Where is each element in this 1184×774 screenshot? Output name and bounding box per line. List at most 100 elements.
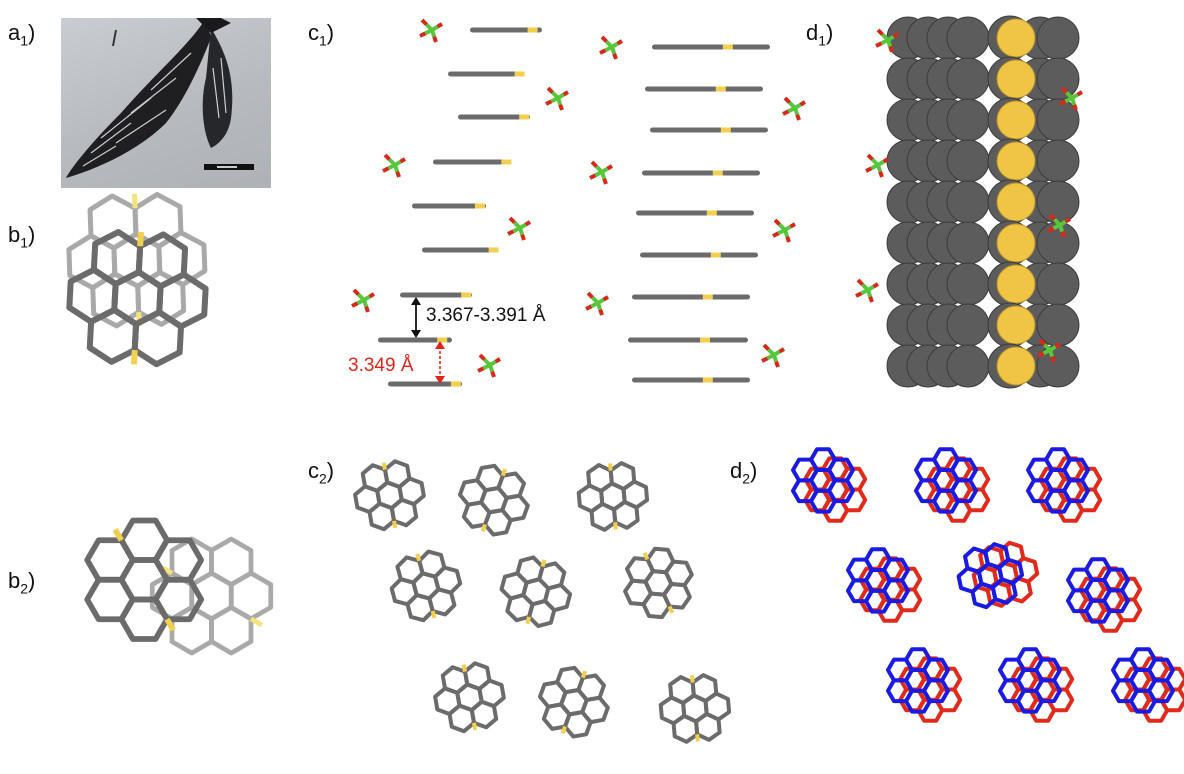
blue-molecule — [790, 447, 856, 514]
molecule-body — [652, 44, 770, 50]
carbon-sphere — [946, 98, 990, 142]
overlay-pair — [845, 547, 923, 623]
cl-bond — [556, 92, 565, 100]
cl-bond — [594, 170, 603, 178]
sulfur-bond — [613, 522, 618, 530]
arrow-head-up — [435, 341, 445, 349]
sulfur-bond — [392, 520, 398, 529]
sulfur-sphere — [996, 223, 1036, 263]
stacked-molecule-edge — [378, 337, 452, 343]
o-bond — [866, 153, 874, 161]
sulfur-bond — [667, 605, 675, 614]
sulfur-sphere — [996, 182, 1036, 222]
carbon-sphere — [946, 221, 990, 265]
molecule-body — [636, 210, 754, 216]
crystal-photo — [61, 18, 271, 188]
o-bond — [352, 288, 360, 296]
o-bond — [1060, 230, 1066, 238]
carbon-sphere — [1036, 221, 1080, 265]
cl-bond — [518, 222, 527, 230]
sulfur-bond — [164, 617, 176, 632]
o-bond — [1076, 90, 1084, 97]
ring — [152, 576, 205, 623]
sulfur-site — [461, 292, 472, 298]
o-bond — [1047, 226, 1055, 233]
sulfur-bond — [642, 552, 650, 561]
cl-bond — [1064, 96, 1073, 104]
molecule-c2 — [537, 665, 610, 739]
sulfur-site — [700, 337, 710, 343]
ring — [1147, 678, 1176, 704]
o-bond — [773, 218, 781, 226]
perchlorate-anion-icon — [507, 216, 532, 241]
o-bond — [789, 222, 797, 229]
ring — [86, 306, 140, 365]
o-bond — [520, 233, 526, 241]
o-bond — [494, 357, 502, 364]
sulfur-site — [514, 71, 525, 77]
cl-bond — [550, 96, 559, 104]
ring — [623, 578, 653, 607]
o-bond — [882, 157, 890, 164]
cl-bond — [860, 288, 869, 296]
o-bond — [799, 100, 807, 107]
o-bond — [772, 231, 780, 238]
ring — [527, 598, 557, 629]
sulfur-site — [722, 44, 733, 50]
space-filling-stack-icon — [886, 15, 1080, 389]
o-bond — [892, 32, 900, 39]
ring — [671, 713, 700, 744]
ring — [1062, 478, 1091, 504]
o-bond — [783, 96, 791, 104]
molecule-body — [632, 377, 750, 383]
o-bond — [382, 166, 390, 173]
cl-bond — [787, 106, 796, 114]
stacked-molecule-edge — [422, 247, 499, 253]
o-bond — [507, 229, 515, 236]
blue-molecule — [1110, 647, 1176, 714]
sulfur-sphere — [996, 100, 1036, 140]
stacked-molecule-edge — [433, 159, 512, 165]
o-bond — [872, 282, 880, 289]
label-d1: d1) — [806, 20, 834, 49]
ring — [209, 605, 254, 656]
o-bond — [875, 41, 883, 48]
ring — [1034, 678, 1063, 704]
blue-molecule — [913, 447, 979, 514]
o-bond — [508, 216, 516, 224]
o-bond — [419, 31, 427, 38]
label-b2: b2) — [8, 568, 36, 597]
carbon-sphere — [1036, 262, 1080, 306]
ring — [483, 508, 513, 537]
o-bond — [606, 164, 614, 171]
stacked-molecule-edge — [652, 44, 770, 50]
carbon-sphere — [946, 57, 990, 101]
sulfur-site — [501, 159, 512, 165]
o-bond — [795, 113, 801, 121]
carbon-sphere — [946, 262, 990, 306]
stacked-molecule-edge — [632, 377, 750, 383]
label-c1: c1) — [308, 20, 335, 49]
overlay-pair — [1025, 447, 1103, 523]
carbon-sphere — [946, 303, 990, 347]
carbon-sphere — [1036, 180, 1080, 224]
cl-bond — [766, 353, 775, 361]
perchlorate-anion-icon — [1059, 86, 1084, 111]
molecule-body — [448, 71, 522, 77]
cl-bond — [482, 363, 491, 371]
cl-bond — [604, 45, 613, 53]
cl-bond — [596, 297, 605, 305]
cl-bond — [1070, 92, 1079, 100]
perchlorate-anion-icon — [477, 353, 502, 378]
molecule-body — [628, 337, 748, 343]
sulfur-bond — [480, 523, 487, 533]
sulfur-site — [702, 294, 713, 300]
o-bond — [399, 157, 407, 164]
perchlorate-anion-icon — [382, 153, 407, 178]
stacked-molecule-edge — [388, 381, 462, 387]
short-distance-label: 3.349 Å — [348, 355, 414, 376]
stacked-molecule-edge — [470, 27, 542, 33]
sulfur-sphere — [996, 59, 1036, 99]
sulfur-bond — [690, 675, 695, 683]
